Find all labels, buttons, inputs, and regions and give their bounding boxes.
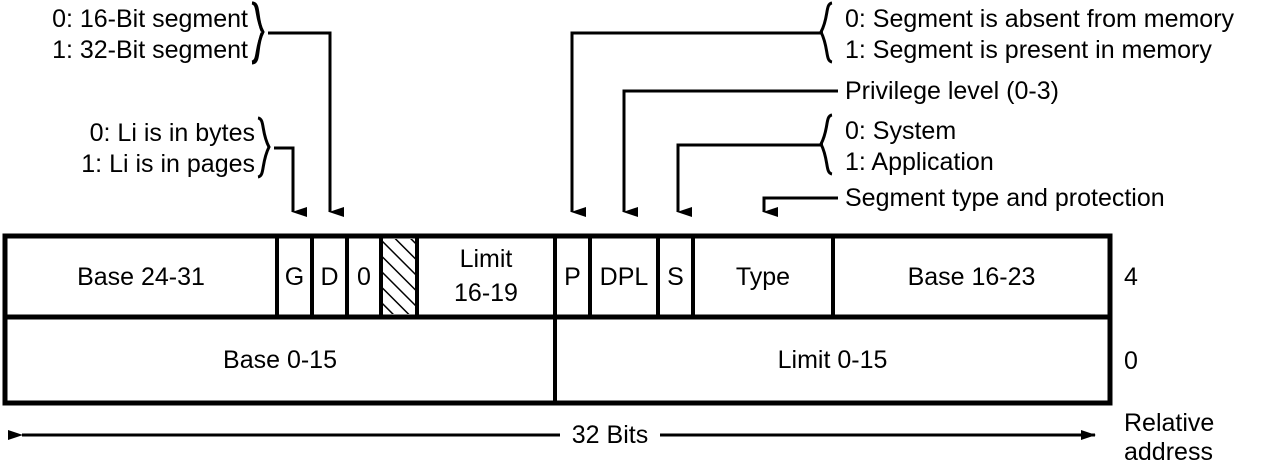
leader-g-bit: [274, 146, 307, 217]
p-bit-note-line-1: 1: Segment is present in memory: [845, 36, 1212, 64]
type-note-line-0: Segment type and protection: [845, 184, 1165, 212]
leader-dpl: [622, 89, 838, 217]
cell-base-16-23: Base 16-23: [907, 263, 1036, 291]
leader-p-bit: [570, 31, 823, 217]
d-bit-note-line-1: 1: 32-Bit segment: [52, 36, 248, 64]
d-bit-note-line-0: 0: 16-Bit segment: [52, 5, 248, 33]
cell-base-24-31: Base 24-31: [77, 263, 205, 291]
relative-address-line-0: Relative: [1124, 409, 1215, 437]
cell-limit-16-19-line2: 16-19: [454, 279, 518, 307]
brace-d-bit: [251, 1, 265, 65]
descriptor-table-outline: [2, 233, 1113, 406]
p-bit-note-line-0: 0: Segment is absent from memory: [845, 5, 1235, 33]
cell-dpl: DPL: [599, 263, 649, 291]
reserved-hatched-cell: [383, 239, 415, 314]
brace-g-bit: [257, 116, 271, 179]
g-bit-note-line-1: 1: Li is in pages: [81, 150, 255, 178]
leader-s-bit: [676, 143, 823, 217]
dpl-note-line-0: Privilege level (0-3): [845, 77, 1059, 105]
leader-d-bit: [268, 31, 344, 217]
cell-base-0-15: Base 0-15: [223, 346, 337, 374]
s-bit-note-line-1: 1: Application: [845, 148, 994, 176]
cell-g: G: [284, 263, 305, 291]
cell-d: D: [320, 263, 339, 291]
cell-type: Type: [735, 263, 791, 291]
cell-p: P: [564, 263, 581, 291]
cell-zero: 0: [357, 263, 371, 291]
g-bit-note-line-0: 0: Li is in bytes: [89, 119, 255, 147]
brace-s-bit: [819, 113, 833, 176]
s-bit-note-line-0: 0: System: [845, 117, 957, 145]
brace-p-bit: [819, 1, 833, 64]
cell-limit-16-19-line1: Limit: [459, 245, 513, 273]
relative-address-line-1: address: [1124, 438, 1213, 466]
cell-limit-0-15: Limit 0-15: [777, 346, 888, 374]
offset-label-0: 0: [1124, 347, 1138, 375]
width-dimension-label: 32 Bits: [571, 421, 649, 449]
offset-label-4: 4: [1124, 263, 1138, 291]
leader-type: [762, 196, 838, 217]
cell-s: S: [667, 263, 684, 291]
row1-dividers: [275, 238, 835, 315]
